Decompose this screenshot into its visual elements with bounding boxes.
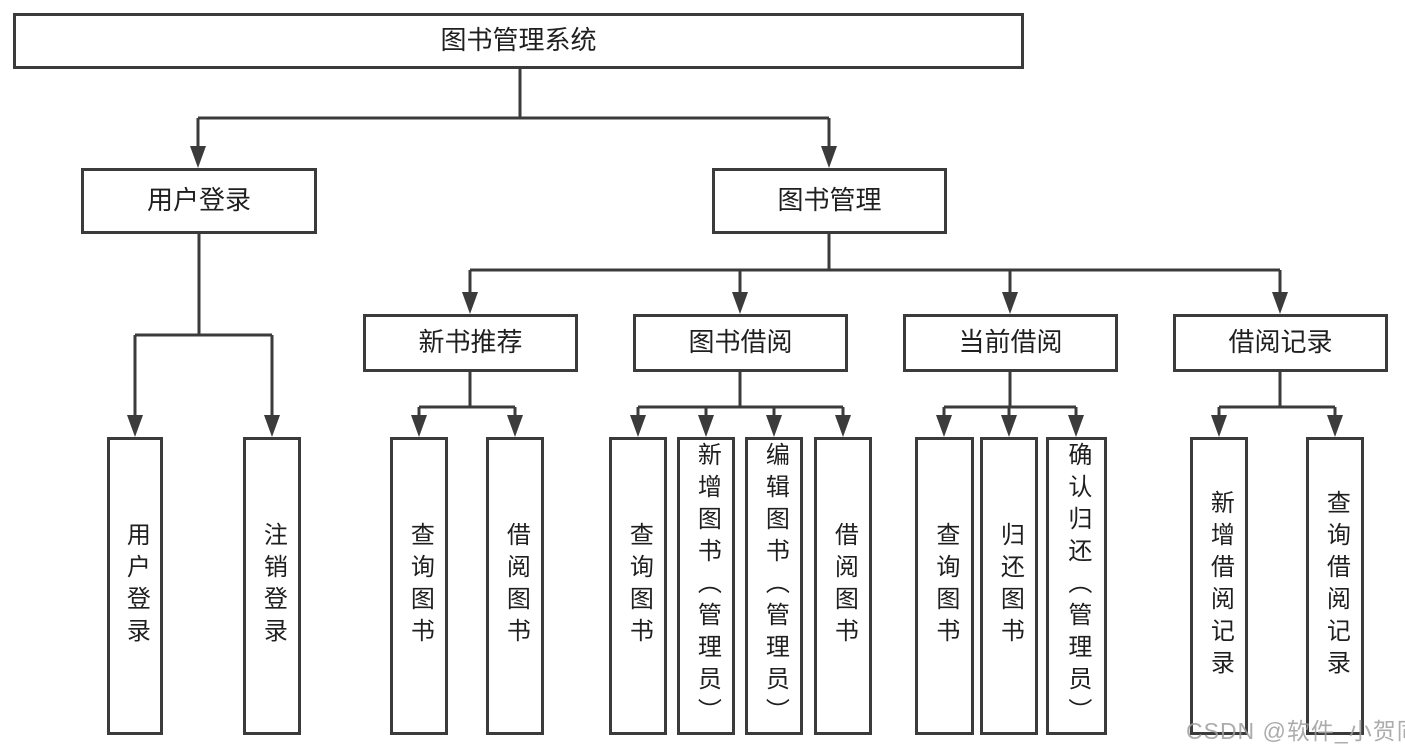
leaf-return-books: 归还图书 [980, 437, 1038, 735]
node-borrowing-records: 借阅记录 [1173, 314, 1388, 372]
leaf-add-books-admin: 新增图书（管理员） [677, 437, 735, 735]
watermark: CSDN @软件_小贺同学 [1186, 718, 1405, 744]
leaf-query-borrow-record: 查询借阅记录 [1306, 437, 1364, 735]
node-book-borrowing: 图书借阅 [633, 314, 848, 372]
leaf-borrow-books: 借阅图书 [814, 437, 872, 735]
leaf-add-borrow-record: 新增借阅记录 [1190, 437, 1248, 735]
leaf-query-books-recommend: 查询图书 [390, 437, 448, 735]
leaf-edit-books-admin: 编辑图书（管理员） [745, 437, 803, 735]
leaf-logout: 注销登录 [243, 437, 301, 735]
leaf-confirm-return-admin: 确认归还（管理员） [1046, 437, 1107, 735]
leaf-borrow-books-recommend: 借阅图书 [486, 437, 544, 735]
node-current-borrowing: 当前借阅 [903, 314, 1118, 372]
node-user-login: 用户登录 [81, 168, 317, 234]
leaf-user-login: 用户登录 [107, 437, 163, 735]
leaf-query-books-current: 查询图书 [915, 437, 974, 735]
leaf-query-books-borrowing: 查询图书 [609, 437, 667, 735]
node-book-management: 图书管理 [712, 168, 947, 234]
node-root: 图书管理系统 [13, 13, 1024, 69]
node-new-book-recommend: 新书推荐 [363, 314, 578, 372]
